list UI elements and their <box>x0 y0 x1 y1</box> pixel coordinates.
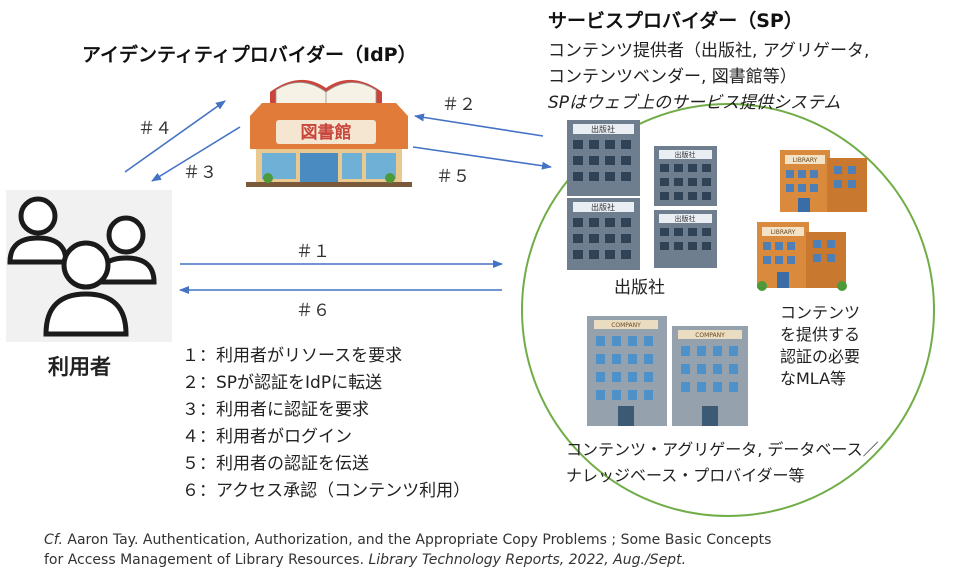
company-sign-2: COMPANY <box>695 332 725 339</box>
step-6: ６：アクセス承認（コンテンツ利用） <box>182 481 471 501</box>
publisher-sign-3: 出版社 <box>675 150 696 159</box>
mla-label-line2: を提供する <box>780 325 861 344</box>
sp-desc-line1: コンテンツ提供者（出版社, アグリゲータ, <box>548 41 870 61</box>
publisher-group-label: 出版社 <box>614 278 665 298</box>
sp-desc-line3: SPはウェブ上のサービス提供システム <box>548 93 841 113</box>
citation-line1: Cf. Aaron Tay. Authentication, Authoriza… <box>44 530 771 550</box>
arrow-label-2: ＃２ <box>442 95 476 115</box>
publisher-sign-4: 出版社 <box>675 214 696 223</box>
aggregator-label-line1: コンテンツ・アグリゲータ, データベース／ <box>566 440 879 459</box>
step-2: ２：SPが認証をIdPに転送 <box>182 373 383 393</box>
arrow-2 <box>414 113 544 137</box>
arrow-4 <box>124 100 226 173</box>
mla-label-line1: コンテンツ <box>780 303 861 322</box>
publisher-buildings-icon <box>567 120 717 270</box>
library-building-icon <box>246 79 412 187</box>
mla-library-buildings-icon <box>757 150 867 291</box>
citation-cf: Cf. <box>44 532 63 548</box>
citation-line2: for Access Management of Library Resourc… <box>44 550 771 570</box>
mla-label-line4: なMLA等 <box>780 369 847 388</box>
publisher-sign-1: 出版社 <box>591 124 615 134</box>
step-4: ４：利用者がログイン <box>182 427 352 447</box>
mla-group-label: コンテンツ を提供する 認証の必要 なMLA等 <box>780 302 860 390</box>
library-sign-text: 図書館 <box>301 122 352 143</box>
arrow-3 <box>151 126 241 182</box>
idp-title: アイデンティティプロバイダー（IdP） <box>82 44 417 66</box>
users-icon <box>6 190 172 342</box>
step-3: ３：利用者に認証を要求 <box>182 400 369 420</box>
steps-legend: １：利用者がリソースを要求 ２：SPが認証をIdPに転送 ３：利用者に認証を要求… <box>182 343 470 505</box>
mla-label-line3: 認証の必要 <box>780 347 861 366</box>
step-1: １：利用者がリソースを要求 <box>182 346 403 366</box>
arrow-label-6: ＃６ <box>296 301 330 321</box>
library-sign-1: LIBRARY <box>793 157 818 164</box>
sp-title: サービスプロバイダー（SP） <box>548 10 803 32</box>
citation: Cf. Aaron Tay. Authentication, Authoriza… <box>44 530 771 570</box>
step-5: ５：利用者の認証を伝送 <box>182 454 369 474</box>
sp-boundary-circle <box>521 103 935 517</box>
aggregator-label-line2: ナレッジベース・プロバイダー等 <box>566 466 805 485</box>
citation-text-2: for Access Management of Library Resourc… <box>44 552 365 568</box>
publisher-sign-2: 出版社 <box>591 202 615 212</box>
arrow-5 <box>412 146 552 170</box>
library-sign-2: LIBRARY <box>771 229 796 236</box>
sp-desc-line2: コンテンツベンダー, 図書館等） <box>548 67 797 87</box>
citation-journal: Library Technology Reports, 2022, Aug./S… <box>364 552 687 568</box>
user-label: 利用者 <box>48 355 111 379</box>
arrow-label-4: ＃４ <box>138 119 172 139</box>
company-buildings-icon <box>587 316 748 426</box>
arrow-label-1: ＃１ <box>296 242 330 262</box>
citation-text-1: Aaron Tay. Authentication, Authorization… <box>62 532 772 548</box>
arrow-label-3: ＃３ <box>183 163 217 183</box>
arrow-label-5: ＃５ <box>436 167 470 187</box>
flow-arrows <box>124 100 552 294</box>
company-sign-1: COMPANY <box>611 322 641 329</box>
